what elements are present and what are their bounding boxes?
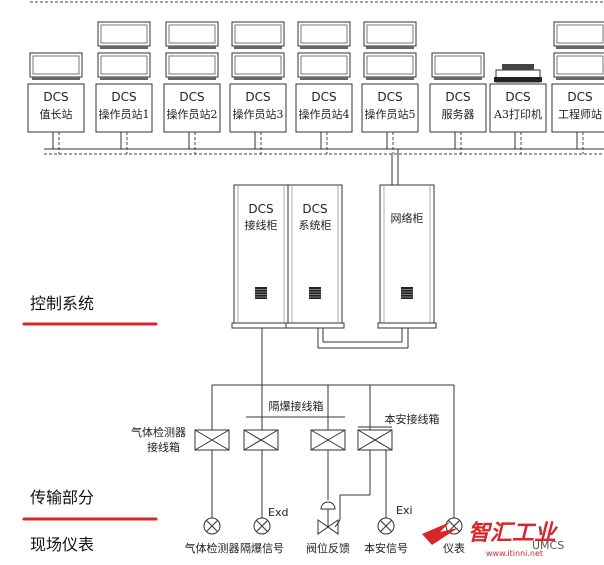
instrument-5: 仪表 — [443, 517, 465, 555]
cabinet-group: DCS 接线柜 DCS 系统柜 网络柜 — [231, 184, 437, 329]
station-name-label: 操作员站4 — [299, 107, 350, 121]
cabinet-vent-icon — [401, 287, 413, 299]
station-name-label: 操作员站3 — [233, 107, 284, 121]
workstation-6: DCS 操作员站5 — [361, 21, 419, 154]
explosion-box-label: 隔爆接线箱 — [269, 399, 324, 413]
instrument-label: 隔爆信号 — [240, 541, 284, 555]
monitor-icon — [363, 52, 417, 80]
cabinet-type-label: DCS — [302, 202, 327, 216]
station-type-label: DCS — [445, 90, 470, 104]
station-type-label: DCS — [567, 90, 592, 104]
cabinet-name-label: 系统柜 — [299, 219, 332, 232]
instrument-drops — [211, 450, 387, 520]
instrument-2: 隔爆信号 — [240, 517, 284, 555]
cabinet-type-label: DCS — [248, 202, 273, 216]
monitor-icon — [165, 21, 219, 49]
instrument-4: 本安信号 — [364, 517, 408, 555]
monitor-icon — [97, 21, 151, 49]
cabinet-vent-icon — [255, 287, 267, 299]
station-type-label: DCS — [311, 90, 336, 104]
station-type-label: DCS — [505, 90, 530, 104]
instrument-label: 气体检测器 — [185, 541, 240, 555]
station-type-label: DCS — [43, 90, 68, 104]
cabinet-3: 网络柜 — [377, 184, 437, 329]
station-type-label: DCS — [245, 90, 270, 104]
workstation-5: DCS 操作员站4 — [295, 21, 353, 154]
monitor-icon — [29, 52, 83, 80]
watermark-logo: 智汇工业 www.itinni.net UMCS — [422, 520, 564, 558]
workstation-row: DCS值长站DCS操作员站1DCS操作员站2DCS操作员站3DCS操作员站4DC… — [27, 21, 604, 154]
cabinet-name-label: 接线柜 — [245, 218, 278, 232]
exd-label: Exd — [268, 506, 288, 519]
field-trunk — [211, 384, 455, 518]
monitor-icon — [363, 21, 417, 49]
instrument-label: 阀位反馈 — [306, 541, 350, 555]
intrinsic-safe-junction-box — [357, 429, 393, 451]
gas-box-label-2: 接线箱 — [147, 440, 180, 454]
monitor-icon — [431, 52, 485, 80]
intrinsic-box-label: 本安接线箱 — [385, 412, 440, 426]
section-field-label: 现场仪表 — [30, 535, 94, 554]
workstation-3: DCS 操作员站2 — [163, 21, 221, 154]
network-bus — [44, 148, 604, 185]
watermark-site: www.itinni.net — [486, 549, 543, 558]
watermark-tag: UMCS — [532, 539, 564, 552]
instrument-1: 气体检测器 — [185, 517, 240, 555]
monitor-icon — [553, 21, 604, 49]
workstation-2: DCS 操作员站1 — [95, 21, 153, 154]
station-name-label: A3打印机 — [493, 107, 542, 121]
station-type-label: DCS — [179, 90, 204, 104]
exi-label: Exi — [396, 504, 413, 517]
station-type-label: DCS — [377, 90, 402, 104]
station-name-label: 值长站 — [40, 107, 73, 121]
monitor-icon — [553, 52, 604, 80]
watermark-brand: 智汇工业 — [468, 520, 559, 546]
station-name-label: 工程师站 — [558, 107, 602, 121]
monitor-icon — [165, 52, 219, 80]
monitor-icon — [231, 21, 285, 49]
monitor-icon — [97, 52, 151, 80]
monitor-icon — [297, 52, 351, 80]
cabinet-vent-icon — [309, 287, 321, 299]
station-name-label: 操作员站2 — [167, 107, 218, 121]
workstation-8: DCS A3打印机 — [489, 64, 547, 154]
brand-arrow-icon — [422, 522, 458, 545]
field-instruments: 气体检测器隔爆信号 阀位反馈本安信号 仪表 — [185, 517, 465, 555]
workstation-7: DCS 服务器 — [429, 52, 487, 154]
section-transmission-label: 传输部分 — [30, 488, 94, 507]
cabinet-1: DCS 接线柜 — [231, 184, 291, 329]
cabinet-name-label: 网络柜 — [391, 211, 424, 225]
section-control-label: 控制系统 — [30, 294, 94, 313]
monitor-icon — [231, 52, 285, 80]
station-name-label: 操作员站5 — [365, 107, 416, 121]
printer-icon — [494, 64, 542, 83]
instrument-label: 本安信号 — [364, 541, 408, 555]
workstation-9: DCS 工程师站 — [551, 21, 604, 154]
gas-box-label-1: 气体检测器 — [131, 425, 186, 439]
instrument-3: 阀位反馈 — [306, 541, 350, 555]
workstation-1: DCS 值长站 — [27, 52, 85, 154]
monitor-icon — [297, 21, 351, 49]
explosion-proof-junction-box — [243, 429, 346, 451]
instrument-label: 仪表 — [443, 541, 465, 555]
cabinet-2: DCS 系统柜 — [285, 184, 345, 329]
station-name-label: 服务器 — [442, 108, 475, 121]
cabinet-interconnect — [261, 328, 409, 385]
workstation-4: DCS 操作员站3 — [229, 21, 287, 154]
station-name-label: 操作员站1 — [99, 107, 150, 121]
station-type-label: DCS — [111, 90, 136, 104]
junction-boxes — [194, 429, 393, 451]
valve-icon — [317, 501, 341, 535]
gas-junction-box — [194, 429, 230, 451]
